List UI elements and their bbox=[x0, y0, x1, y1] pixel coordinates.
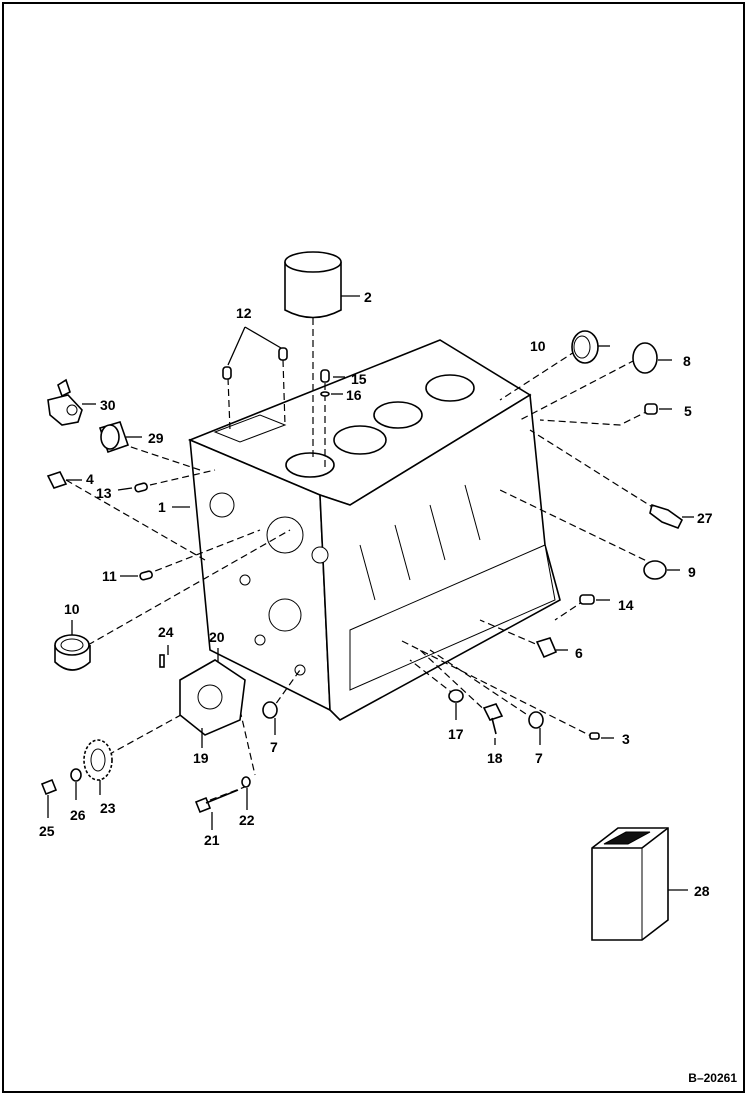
callout-26: 26 bbox=[70, 807, 86, 823]
dowel-pin-b bbox=[278, 347, 288, 361]
pin-14 bbox=[579, 594, 595, 605]
plug-4 bbox=[46, 471, 68, 489]
callout-2: 2 bbox=[364, 289, 372, 305]
drawing-number: B–20261 bbox=[688, 1071, 737, 1085]
callout-1: 1 bbox=[158, 499, 166, 515]
callout-21: 21 bbox=[204, 832, 220, 848]
pin-11 bbox=[139, 570, 153, 581]
pin-15 bbox=[320, 369, 330, 383]
callout-25: 25 bbox=[39, 823, 55, 839]
leader-lines bbox=[47, 295, 694, 891]
cylinder-liner-part bbox=[284, 251, 342, 319]
callout-10-left: 10 bbox=[64, 601, 80, 617]
callout-3: 3 bbox=[622, 731, 630, 747]
nut-25 bbox=[40, 778, 58, 796]
washer-17 bbox=[448, 689, 464, 703]
callout-22: 22 bbox=[239, 812, 255, 828]
washer-22 bbox=[241, 776, 251, 788]
oil-seal-right bbox=[571, 330, 599, 364]
washer-26 bbox=[70, 768, 82, 782]
sleeve-part bbox=[98, 421, 130, 454]
pin-13 bbox=[134, 482, 148, 493]
callout-13: 13 bbox=[96, 485, 112, 501]
callout-10-right: 10 bbox=[530, 338, 546, 354]
callout-5: 5 bbox=[684, 403, 692, 419]
bolt-21 bbox=[194, 789, 239, 814]
callout-8: 8 bbox=[683, 353, 691, 369]
oil-seal-left bbox=[54, 634, 91, 671]
callout-19: 19 bbox=[193, 750, 209, 766]
callout-29: 29 bbox=[148, 430, 164, 446]
callout-27: 27 bbox=[697, 510, 713, 526]
pin-3 bbox=[589, 732, 600, 740]
cylinder-block bbox=[187, 339, 561, 721]
callout-11: 11 bbox=[102, 568, 117, 584]
callout-4: 4 bbox=[86, 471, 94, 487]
gear-part bbox=[83, 739, 113, 781]
sensor-part bbox=[649, 503, 684, 530]
callout-9: 9 bbox=[688, 564, 696, 580]
callout-30: 30 bbox=[100, 397, 116, 413]
callout-7-left: 7 bbox=[270, 739, 278, 755]
callout-24: 24 bbox=[158, 624, 174, 640]
callout-28: 28 bbox=[694, 883, 710, 899]
callout-12: 12 bbox=[236, 305, 252, 321]
dowel-pin-a bbox=[222, 366, 232, 380]
callout-7-right: 7 bbox=[535, 750, 543, 766]
plug-9 bbox=[643, 560, 667, 580]
callout-14: 14 bbox=[618, 597, 634, 613]
callout-18: 18 bbox=[487, 750, 503, 766]
plug-7a bbox=[262, 701, 278, 719]
callout-17: 17 bbox=[448, 726, 464, 742]
pump-housing-part bbox=[179, 659, 246, 736]
fuel-fitting-part bbox=[47, 378, 83, 426]
callout-6: 6 bbox=[575, 645, 583, 661]
ring-16 bbox=[320, 391, 330, 397]
gasket-kit-box bbox=[591, 827, 669, 941]
callout-15: 15 bbox=[351, 371, 367, 387]
cap-8 bbox=[632, 342, 658, 374]
callout-labels: 2 12 15 16 30 29 4 13 1 11 10 10 8 5 27 … bbox=[39, 289, 713, 899]
pin-24 bbox=[159, 654, 165, 668]
callout-16: 16 bbox=[346, 387, 362, 403]
callout-20: 20 bbox=[209, 629, 225, 645]
plug-7b bbox=[528, 711, 544, 729]
bolt-18 bbox=[482, 703, 504, 735]
callout-23: 23 bbox=[100, 800, 116, 816]
plug-6 bbox=[535, 637, 558, 659]
assembly-lines bbox=[65, 318, 666, 801]
plug-5 bbox=[644, 403, 658, 415]
